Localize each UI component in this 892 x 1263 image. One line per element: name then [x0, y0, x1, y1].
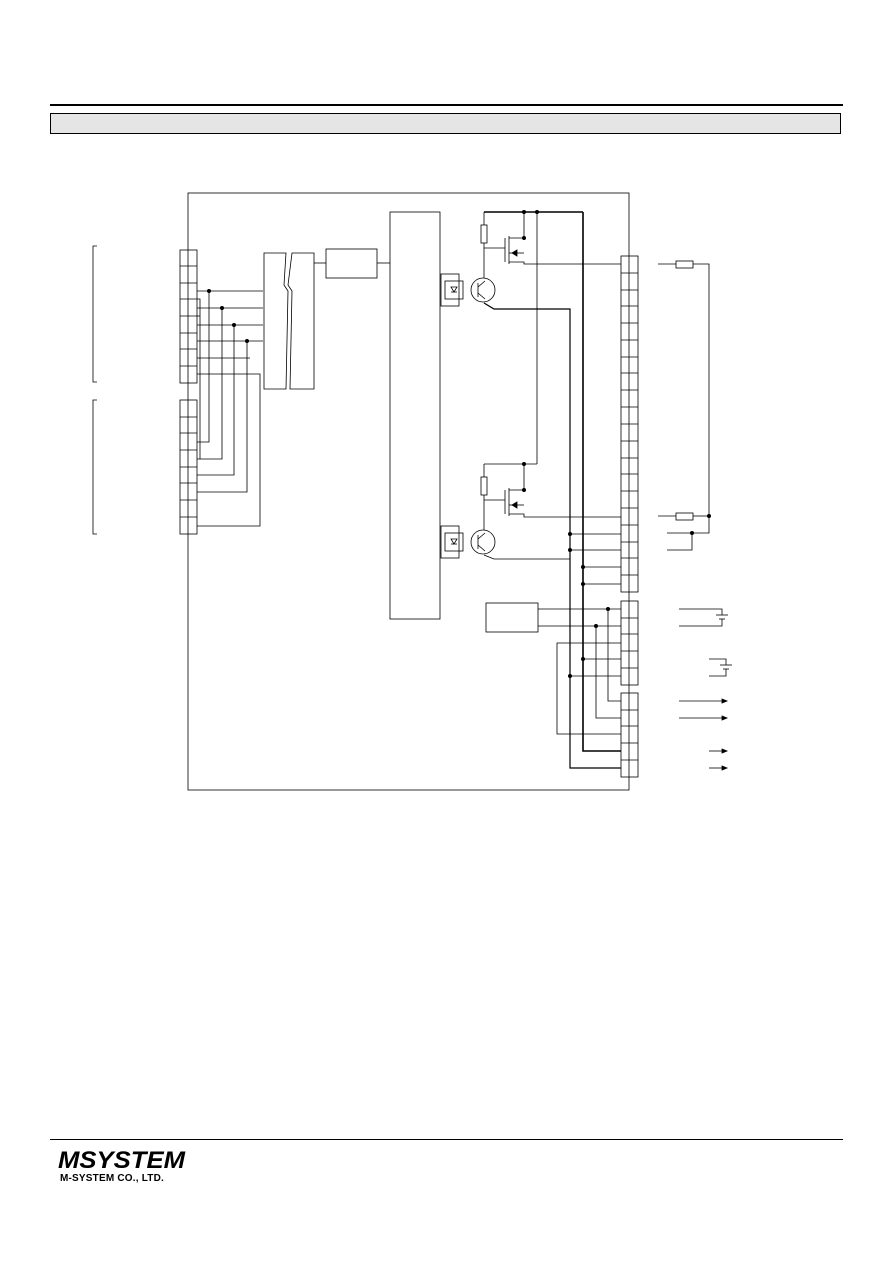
photocoupler-2 — [440, 525, 496, 559]
section-header-band — [50, 113, 841, 134]
terminal-block-left-lower — [179, 399, 198, 535]
terminal-block-right-power — [620, 600, 639, 686]
terminal-block-left-upper — [179, 249, 198, 384]
power-supply-block — [485, 602, 539, 633]
power-wiring — [538, 607, 621, 735]
mosfet-stage-1 — [480, 209, 621, 278]
terminal-block-right-main — [620, 255, 639, 593]
internal-bus — [483, 212, 621, 769]
bracket-lower — [92, 399, 97, 535]
interface-block — [325, 248, 378, 279]
mosfet-stage-2 — [480, 461, 621, 530]
photocoupler-1 — [440, 273, 496, 307]
bottom-rule — [50, 1139, 843, 1140]
top-rule — [50, 104, 843, 106]
battery-symbol-2 — [709, 658, 732, 677]
svg-text:MSYSTEM: MSYSTEM — [58, 1148, 186, 1172]
terminal-block-right-bottom — [620, 692, 639, 778]
left-wiring — [197, 288, 263, 527]
msystem-logo: MSYSTEM — [58, 1147, 198, 1188]
processor-block — [389, 211, 441, 620]
company-name: M-SYSTEM CO., LTD. — [60, 1173, 164, 1184]
connector-blocks — [263, 252, 315, 390]
bracket-upper — [92, 245, 97, 383]
enclosure-frame — [187, 192, 630, 791]
battery-symbol-1 — [679, 608, 728, 627]
output-arrows — [679, 698, 729, 771]
external-load-wiring — [658, 260, 712, 551]
